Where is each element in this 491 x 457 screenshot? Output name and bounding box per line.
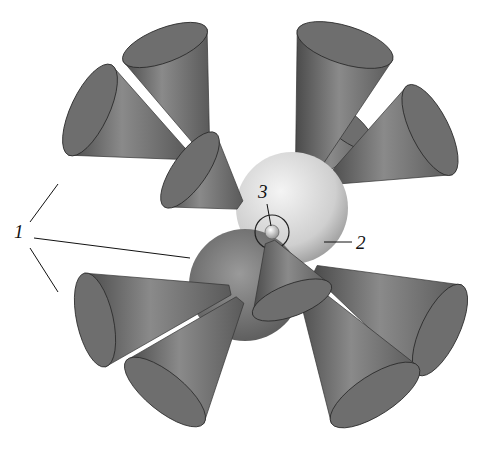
horn-antenna-group bbox=[247, 240, 337, 330]
callout-number: 1 bbox=[14, 222, 24, 241]
leader-line bbox=[324, 242, 352, 243]
horn-aperture bbox=[114, 346, 216, 439]
leader-line bbox=[30, 248, 58, 292]
horn-aperture bbox=[321, 350, 430, 440]
leader-lines bbox=[30, 184, 352, 292]
horn-aperture bbox=[292, 12, 399, 78]
leader-line bbox=[30, 184, 58, 222]
callout-number: 2 bbox=[356, 233, 366, 252]
callout-number: 3 bbox=[258, 182, 268, 201]
horn-aperture bbox=[391, 77, 470, 183]
horn-aperture bbox=[117, 13, 213, 77]
leader-line bbox=[267, 204, 271, 226]
leader-line bbox=[34, 238, 190, 258]
horn-aperture bbox=[150, 123, 230, 216]
horn-aperture bbox=[67, 269, 123, 371]
horn-aperture bbox=[51, 57, 128, 164]
horn-aperture bbox=[247, 270, 337, 330]
horn-antenna-group bbox=[67, 123, 479, 440]
center-ball bbox=[265, 225, 279, 239]
